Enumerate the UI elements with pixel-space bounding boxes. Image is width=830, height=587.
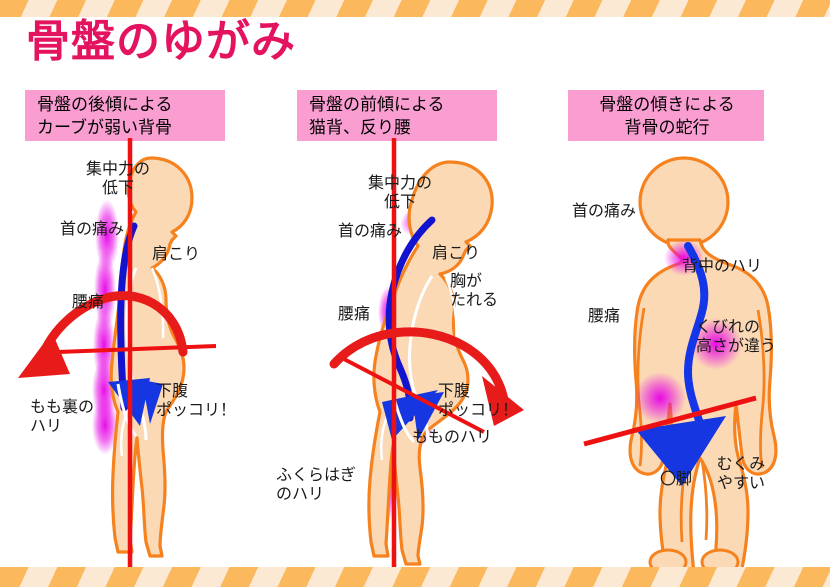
waist-tilt-line (583, 395, 757, 447)
label-thigh-tightness-2: もものハリ (412, 427, 493, 446)
pelvis-tilt-line (57, 344, 217, 354)
label-concentration-drop-1: 集中力の 低下 (85, 159, 150, 197)
label-neck-pain-3: 首の痛み (572, 201, 637, 220)
figure-posterior-tilt (0, 138, 280, 570)
label-belly-pooch-2: 下腹 ポッコリ！ (438, 381, 519, 419)
page-title: 骨盤のゆがみ (26, 16, 296, 67)
figure-lateral-tilt (556, 140, 830, 587)
pelvis-shape (636, 416, 726, 486)
label-concentration-drop-2: 集中力の 低下 (367, 173, 432, 211)
panel-header-anterior-tilt: 骨盤の前傾による 猫背、反り腰 (297, 90, 497, 141)
label-back-tightness-3: 背中のハリ (682, 256, 763, 275)
top-stripe-border (0, 0, 830, 17)
label-swelling-prone-3: むくみ やすい (716, 454, 766, 492)
label-sagging-chest-2: 胸が たれる (450, 271, 499, 309)
pelvis-rotation-arrow (18, 291, 188, 378)
spine-line (683, 242, 709, 434)
label-lower-back-pain-3: 腰痛 (588, 306, 621, 325)
bottom-stripe-border (0, 567, 830, 587)
label-neck-pain-2: 首の痛み (337, 221, 402, 240)
label-belly-pooch-1: 下腹 ポッコリ！ (156, 381, 237, 419)
panel-header-posterior-tilt: 骨盤の後傾による カーブが弱い背骨 (25, 90, 225, 141)
pelvis-rotation-arrow (329, 327, 524, 426)
label-hamstring-tightness-1: もも裏の ハリ (30, 397, 95, 435)
pelvis-tilt-line (341, 356, 485, 434)
pain-glow-band (92, 199, 119, 455)
label-lower-back-pain-1: 腰痛 (72, 292, 105, 311)
label-calf-tightness-2: ふくらはぎ のハリ (276, 465, 357, 503)
panel-header-lateral-tilt: 骨盤の傾きによる 背骨の蛇行 (568, 90, 764, 141)
label-lower-back-pain-2: 腰痛 (338, 304, 371, 323)
label-shoulder-stiffness-2: 肩こり (432, 243, 481, 262)
label-bow-legs-3: 〇脚 (660, 469, 693, 488)
body-silhouette (628, 156, 778, 587)
label-neck-pain-1: 首の痛み (59, 219, 124, 238)
label-shoulder-stiffness-1: 肩こり (152, 244, 201, 263)
label-uneven-waist-3: くびれの 高さが違う (696, 317, 777, 355)
figure-anterior-tilt (272, 138, 568, 570)
